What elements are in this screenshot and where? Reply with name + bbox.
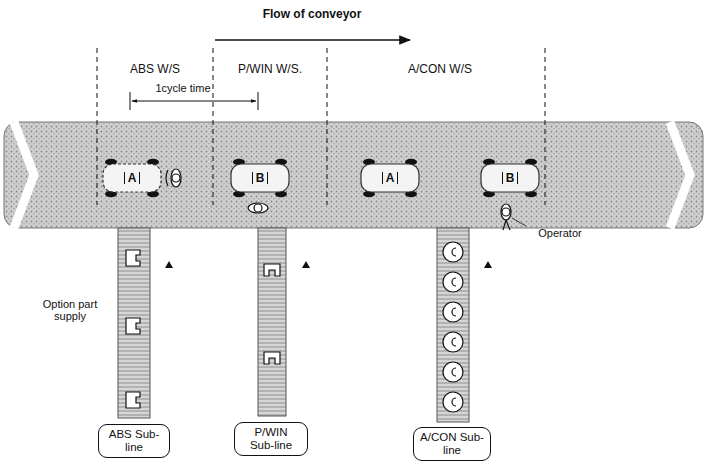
supply-direction-mark bbox=[165, 261, 492, 268]
title-label: Flow of conveyor bbox=[263, 8, 362, 21]
break-symbol bbox=[14, 122, 34, 228]
sub-line-box: ABS Sub-line bbox=[98, 424, 170, 458]
station-label: P/WIN W/S. bbox=[238, 63, 302, 76]
operator-figure bbox=[166, 169, 511, 230]
break-symbol bbox=[670, 122, 690, 228]
car-body: B bbox=[481, 164, 539, 192]
pwin-part bbox=[264, 264, 280, 364]
car-model-label: B bbox=[252, 172, 269, 184]
abs-part bbox=[126, 250, 140, 408]
annotation-label: Option part supply bbox=[39, 298, 101, 322]
car-shape bbox=[361, 164, 419, 192]
sub-line-name: A/CON Sub-line bbox=[420, 431, 484, 457]
sub-line-name: ABS Sub-line bbox=[105, 428, 163, 454]
annotation-label: 1cycle time bbox=[155, 82, 210, 94]
cycle-time-dimension bbox=[130, 92, 258, 110]
car-model-label: A bbox=[382, 172, 399, 184]
sub-line-name: P/WIN Sub-line bbox=[241, 426, 301, 452]
sub-line-box: A/CON Sub-line bbox=[413, 427, 491, 461]
sub-line-strip bbox=[118, 228, 150, 418]
leader-line bbox=[512, 218, 526, 226]
car-body: A bbox=[361, 164, 419, 192]
car-body: A bbox=[103, 164, 161, 192]
annotation-label: Operator bbox=[538, 227, 581, 239]
car-shape bbox=[231, 164, 289, 192]
sub-line-strip bbox=[258, 228, 286, 416]
car-model-label: A bbox=[124, 172, 141, 184]
car-body: B bbox=[231, 164, 289, 192]
flow-arrow bbox=[215, 39, 410, 41]
car-model-label: B bbox=[502, 172, 519, 184]
car-shape bbox=[103, 164, 161, 192]
station-label: ABS W/S bbox=[130, 63, 180, 76]
sub-line-strip bbox=[437, 228, 469, 422]
conveyor-band bbox=[4, 122, 703, 228]
station-label: A/CON W/S bbox=[408, 63, 472, 76]
sub-line-box: P/WIN Sub-line bbox=[234, 422, 308, 456]
car-shape bbox=[481, 164, 539, 192]
acon-part bbox=[443, 242, 463, 412]
station-divider bbox=[97, 48, 545, 205]
